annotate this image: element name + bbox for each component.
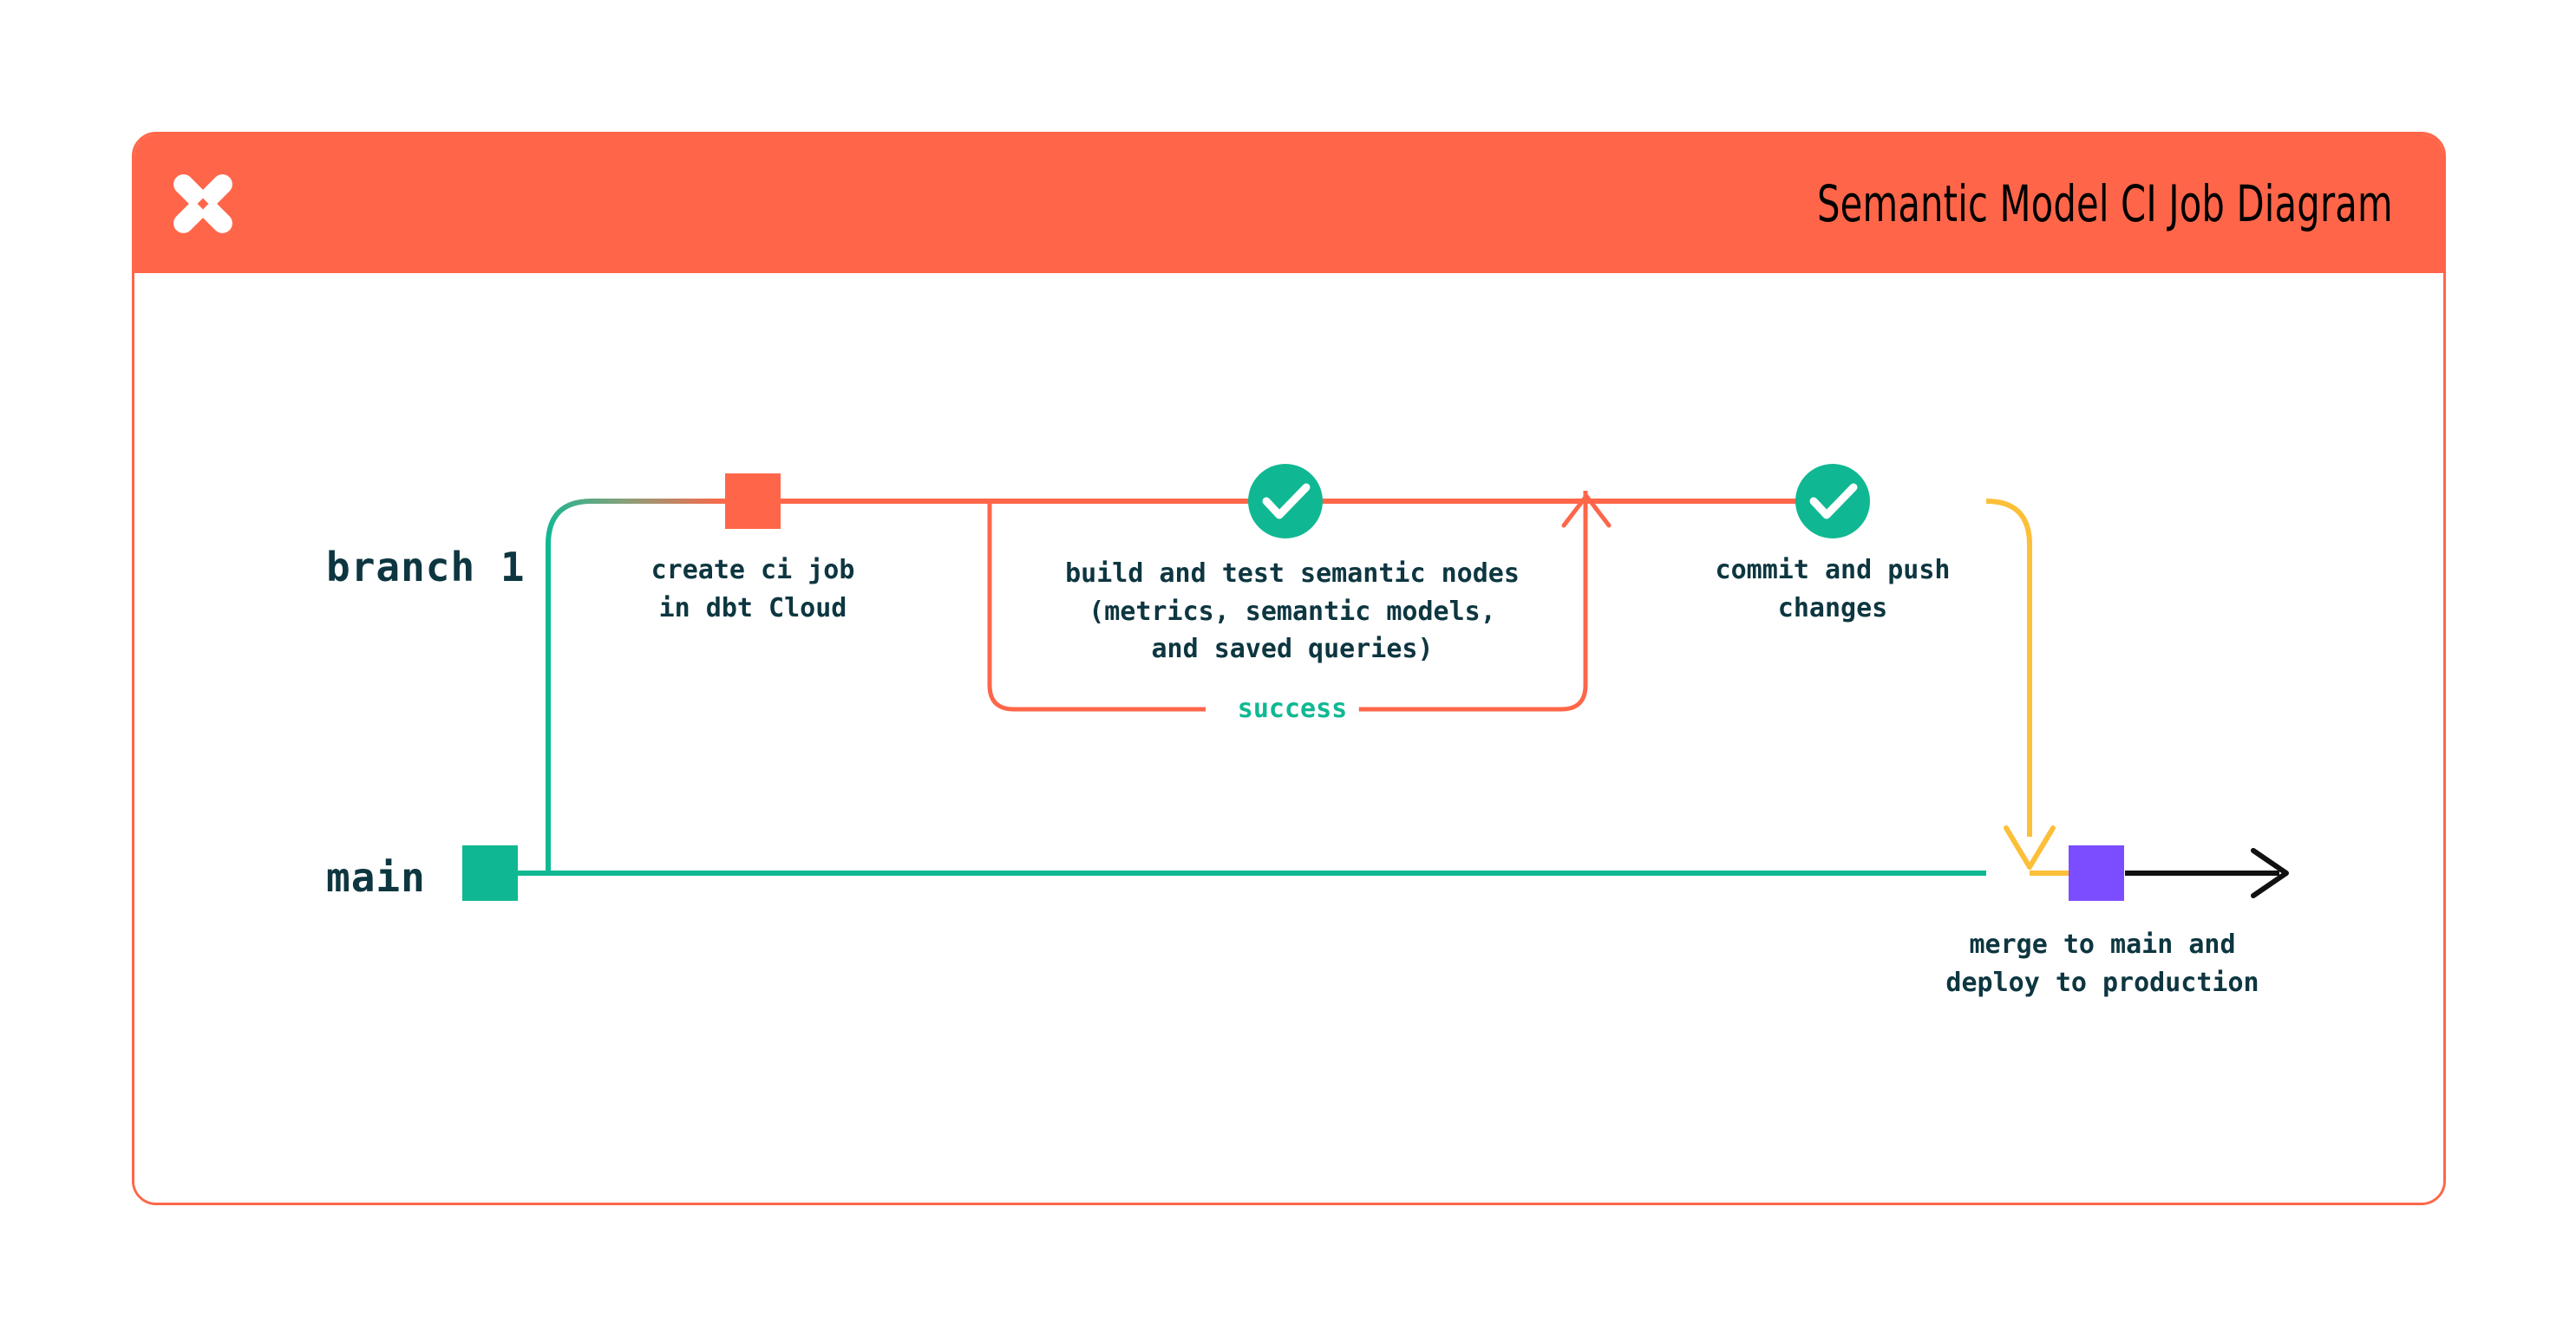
node-label-commit-and-push: commit and push changes: [1715, 555, 1951, 623]
dbt-logo-icon: [166, 166, 240, 241]
success-edge-label: success: [1225, 694, 1360, 724]
node-label-build-and-test: build and test semantic nodes (metrics, …: [1065, 558, 1520, 664]
diagram-card: Semantic Model CI Job Diagram: [132, 132, 2446, 1205]
node-label-merge-to-main: merge to main and deploy to production: [1945, 929, 2259, 998]
page-title: Semantic Model CI Job Diagram: [1817, 174, 2393, 233]
card-header: Semantic Model CI Job Diagram: [134, 134, 2443, 273]
lane-label-branch-1: branch 1: [326, 544, 526, 590]
card-body: [134, 273, 2443, 1203]
lane-label-main: main: [326, 854, 426, 901]
node-label-create-ci-job: create ci job in dbt Cloud: [651, 555, 855, 623]
